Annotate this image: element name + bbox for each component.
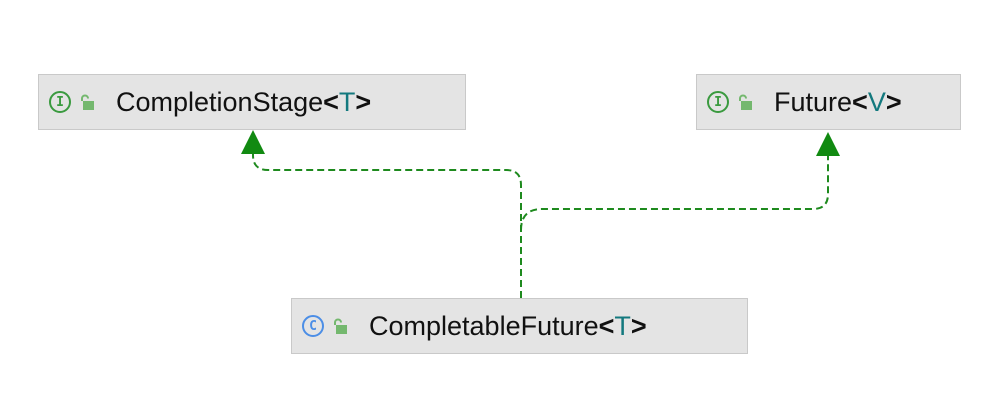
interface-icon: I — [49, 91, 71, 113]
unlocked-padlock-icon — [81, 94, 94, 110]
node-future[interactable]: I Future<V> — [696, 74, 961, 130]
type-parameter: V — [867, 86, 886, 117]
node-completion-stage[interactable]: I CompletionStage<T> — [38, 74, 466, 130]
class-name: CompletionStage — [116, 86, 324, 117]
arrowhead-future — [816, 132, 840, 156]
class-name: Future — [774, 86, 853, 117]
type-parameter: T — [338, 86, 356, 117]
unlocked-padlock-icon — [739, 94, 752, 110]
unlocked-padlock-icon — [334, 318, 347, 334]
arrowhead-completionstage — [241, 130, 265, 154]
class-icon: C — [302, 315, 324, 337]
node-label: CompletableFuture<T> — [369, 310, 647, 341]
interface-icon: I — [707, 91, 729, 113]
node-label: Future<V> — [774, 86, 902, 117]
node-completable-future[interactable]: C CompletableFuture<T> — [291, 298, 748, 354]
node-label: CompletionStage<T> — [116, 86, 372, 117]
edge-completablefuture-to-completionstage — [252, 150, 522, 298]
edge-completablefuture-to-future — [520, 154, 829, 231]
class-name: CompletableFuture — [369, 310, 599, 341]
type-parameter: T — [614, 310, 631, 341]
